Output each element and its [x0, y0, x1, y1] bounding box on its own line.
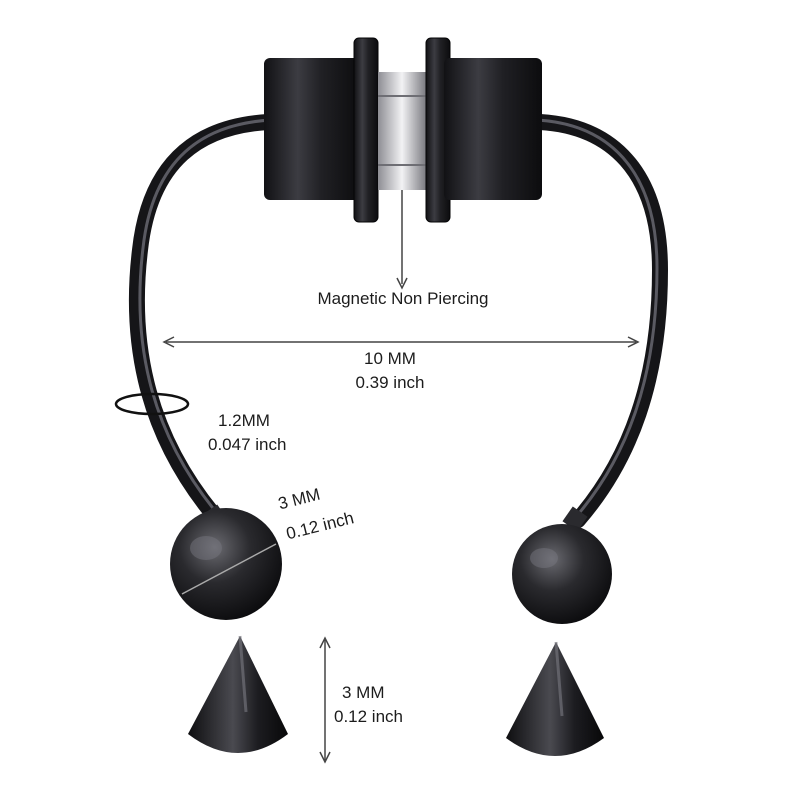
magnet-pointer-arrow	[396, 277, 408, 290]
spike-height-dimension-line	[319, 636, 331, 764]
thickness-inch-label: 0.047 inch	[208, 435, 287, 454]
width-mm-label: 10 MM	[364, 349, 416, 368]
spike-left	[188, 635, 288, 753]
wire	[128, 114, 669, 528]
spike-right	[506, 641, 604, 756]
magnet-label: Magnetic Non Piercing	[317, 289, 489, 308]
width-inch-label: 0.39 inch	[355, 373, 425, 392]
magnet-spacer	[378, 72, 426, 190]
ball-right	[512, 506, 612, 624]
thickness-mm-label: 1.2MM	[218, 411, 270, 430]
spike-inch-label: 0.12 inch	[334, 707, 403, 726]
spike-mm-label: 3 MM	[342, 683, 385, 702]
thickness-ellipse-indicator	[114, 392, 190, 416]
wire-left-arm	[128, 114, 276, 528]
width-dimension-line	[162, 336, 640, 348]
magnet-left-flange	[353, 37, 379, 223]
magnet-right	[444, 58, 542, 200]
wire-right-arm	[532, 114, 669, 528]
ball-diameter-line	[181, 543, 277, 595]
ball-left	[170, 504, 282, 620]
magnet-clasp	[264, 37, 542, 223]
magnet-left	[264, 58, 360, 200]
